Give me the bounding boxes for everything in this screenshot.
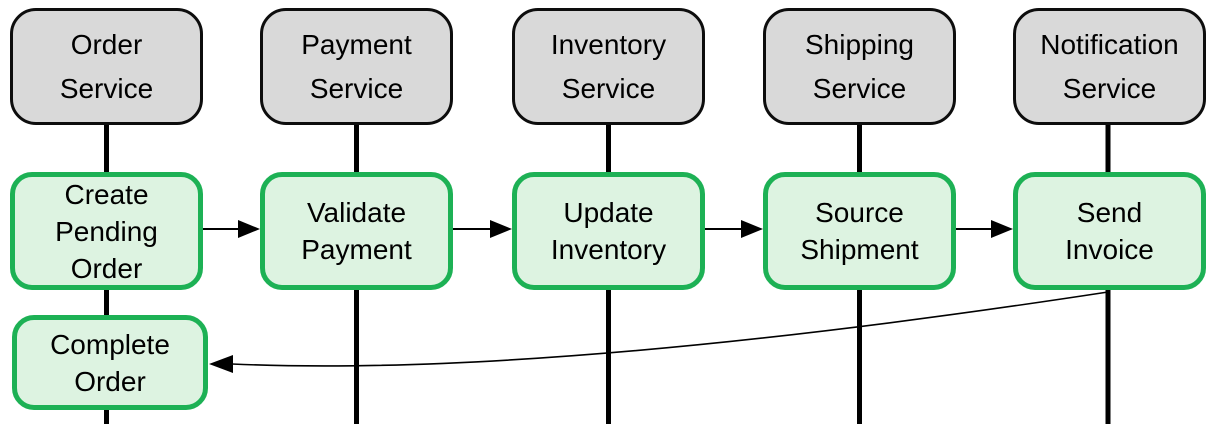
step-box-update-inventory: Update Inventory xyxy=(512,172,705,290)
step-box-complete-order: Complete Order xyxy=(12,315,208,410)
step-box-create-pending-order: Create Pending Order xyxy=(10,172,203,290)
service-box-payment: Payment Service xyxy=(260,8,453,125)
arrow-update-to-source-head xyxy=(741,220,763,238)
step-box-validate-payment: Validate Payment xyxy=(260,172,453,290)
step-box-send-invoice: Send Invoice xyxy=(1013,172,1206,290)
service-box-notification: Notification Service xyxy=(1013,8,1206,125)
step-label: Update Inventory xyxy=(550,197,667,265)
arrow-send-to-complete-curve xyxy=(231,291,1109,367)
step-label: Create Pending Order xyxy=(55,178,158,284)
service-box-inventory: Inventory Service xyxy=(512,8,705,125)
service-label: Payment Service xyxy=(301,28,412,104)
arrow-source-to-send-head xyxy=(991,220,1013,238)
step-label: Validate Payment xyxy=(301,197,412,265)
arrow-validate-to-update-head xyxy=(490,220,512,238)
service-label: Notification Service xyxy=(1040,28,1179,104)
step-label: Send Invoice xyxy=(1065,197,1154,265)
arrow-send-to-complete-head xyxy=(209,355,233,373)
step-label: Complete Order xyxy=(50,328,170,397)
service-label: Shipping Service xyxy=(805,28,914,104)
service-box-shipping: Shipping Service xyxy=(763,8,956,125)
service-label: Inventory Service xyxy=(550,28,667,104)
step-box-source-shipment: Source Shipment xyxy=(763,172,956,290)
step-label: Source Shipment xyxy=(800,197,919,265)
arrow-create-to-validate-head xyxy=(238,220,260,238)
service-box-order: Order Service xyxy=(10,8,203,125)
service-label: Order Service xyxy=(59,28,154,104)
